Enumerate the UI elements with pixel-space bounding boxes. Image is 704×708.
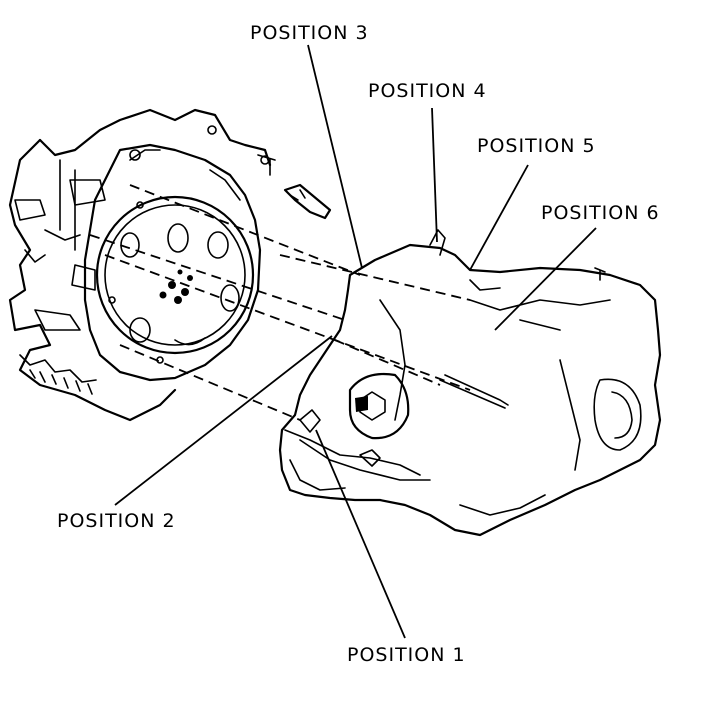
- leader-position-3: [307, 44, 363, 269]
- leader-position-5: [469, 164, 529, 271]
- label-position-2: POSITION 2: [57, 510, 176, 532]
- leader-lines: [114, 44, 597, 639]
- lower-bracket: [284, 409, 421, 491]
- dowel-rod: [439, 374, 509, 409]
- leader-position-1: [315, 429, 406, 639]
- engine-block: [8, 108, 276, 422]
- transaxle-case: [278, 229, 662, 537]
- flexplate: [95, 195, 255, 364]
- converter-hub: [348, 372, 410, 440]
- leader-position-4: [431, 107, 438, 243]
- label-position-6: POSITION 6: [541, 202, 660, 224]
- label-position-4: POSITION 4: [368, 80, 487, 102]
- adapter-plate: [69, 125, 270, 382]
- leader-position-2: [114, 335, 333, 506]
- label-position-5: POSITION 5: [477, 135, 596, 157]
- label-position-3: POSITION 3: [250, 22, 369, 44]
- alignment-lines: [89, 184, 471, 421]
- bolt: [283, 183, 332, 220]
- label-position-1: POSITION 1: [347, 644, 466, 666]
- leader-position-6: [494, 227, 597, 331]
